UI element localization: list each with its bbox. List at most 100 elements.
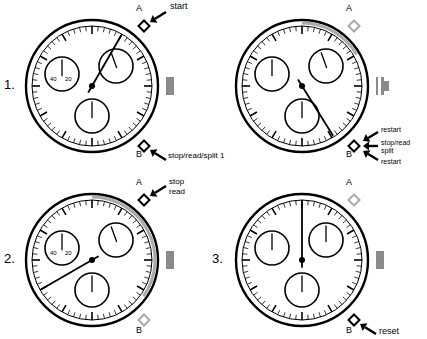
minute-tick — [242, 91, 247, 93]
minute-tick — [243, 248, 248, 249]
minute-tick — [347, 56, 354, 60]
minute-tick — [62, 305, 66, 312]
crown-gap — [378, 77, 381, 95]
minute-tick — [114, 205, 116, 210]
minute-tick — [91, 138, 93, 146]
minute-tick — [136, 51, 140, 54]
button-action: read — [169, 188, 185, 197]
minute-tick — [33, 74, 38, 75]
minute-tick — [73, 203, 75, 208]
minute-tick — [334, 211, 337, 215]
minute-tick — [328, 34, 332, 41]
press-arrow — [155, 153, 166, 160]
minute-tick — [257, 297, 261, 300]
sub-dial-hand — [91, 102, 92, 118]
minute-tick — [242, 265, 247, 267]
minute-tick — [109, 138, 111, 143]
press-arrow — [369, 145, 378, 147]
minute-tick — [144, 241, 149, 243]
minute-tick — [301, 26, 303, 34]
step-number: 1. — [4, 78, 15, 92]
minute-tick — [278, 31, 280, 36]
minute-tick — [243, 97, 248, 98]
minute-tick — [47, 123, 51, 126]
minute-tick — [347, 286, 354, 290]
minute-tick — [354, 103, 359, 105]
press-arrowhead — [150, 149, 157, 157]
minute-tick — [267, 37, 270, 41]
minute-tick — [103, 27, 104, 32]
pusher-button — [139, 21, 150, 32]
minute-tick — [35, 103, 40, 105]
sub-dial-hand — [271, 60, 272, 76]
sub-dial — [75, 99, 109, 133]
minute-tick — [35, 277, 40, 279]
minute-tick — [283, 29, 285, 34]
minute-tick — [57, 304, 60, 308]
button-letter: B — [136, 326, 142, 336]
minute-tick — [242, 79, 247, 81]
pusher-button — [349, 195, 360, 206]
minute-tick — [37, 236, 42, 238]
watch-case — [26, 194, 158, 326]
press-arrow — [155, 12, 166, 19]
minute-tick — [357, 79, 362, 81]
sub-dial — [45, 57, 79, 91]
minute-tick — [124, 304, 127, 308]
sub-dial — [75, 273, 109, 307]
minute-tick — [62, 131, 66, 138]
minute-tick — [242, 85, 250, 87]
minute-tick — [356, 74, 361, 75]
minute-tick — [247, 62, 252, 64]
step-number: 3. — [212, 252, 223, 266]
pusher-button — [349, 315, 360, 326]
minute-tick — [343, 220, 347, 223]
minute-tick — [313, 314, 314, 319]
minute-tick — [68, 31, 70, 36]
minute-tick — [142, 282, 147, 284]
minute-tick — [253, 51, 257, 54]
minute-tick — [328, 208, 332, 215]
sub-dial — [45, 231, 79, 265]
minute-tick — [33, 248, 38, 249]
minute-tick — [243, 74, 248, 75]
minute-tick — [245, 103, 250, 105]
sub-dial-hand — [321, 53, 326, 68]
crown — [376, 251, 384, 269]
minute-tick — [97, 315, 99, 320]
minute-tick — [124, 37, 127, 41]
minute-tick — [267, 304, 270, 308]
minute-tick — [307, 26, 309, 31]
minute-tick — [129, 127, 132, 131]
minute-tick — [97, 26, 99, 31]
sub-dial-hand — [271, 234, 272, 250]
minute-tick — [32, 253, 37, 255]
minute-tick — [319, 203, 321, 208]
minute-tick — [313, 140, 314, 145]
minute-tick — [262, 127, 265, 131]
minute-tick — [352, 236, 357, 238]
dial-ring — [32, 200, 152, 320]
minute-tick — [144, 277, 149, 279]
minute-tick — [33, 97, 38, 98]
minute-tick — [283, 312, 285, 317]
chrono-seconds-hand — [42, 257, 98, 289]
minute-tick — [109, 312, 111, 317]
minute-tick — [43, 225, 47, 228]
minute-tick — [144, 85, 152, 87]
minute-tick — [40, 112, 47, 116]
minute-tick — [57, 37, 60, 41]
sub-dial — [309, 223, 343, 257]
minute-tick — [147, 265, 152, 267]
minute-tick — [37, 282, 42, 284]
hand-pivot — [89, 257, 95, 263]
minute-tick — [137, 230, 144, 234]
press-arrowhead — [363, 142, 369, 151]
minute-tick — [142, 108, 147, 110]
minute-tick — [73, 312, 75, 317]
sub-dial-hand — [111, 53, 116, 68]
minute-tick — [43, 292, 47, 295]
minute-tick — [262, 215, 265, 219]
minute-tick — [324, 136, 326, 141]
